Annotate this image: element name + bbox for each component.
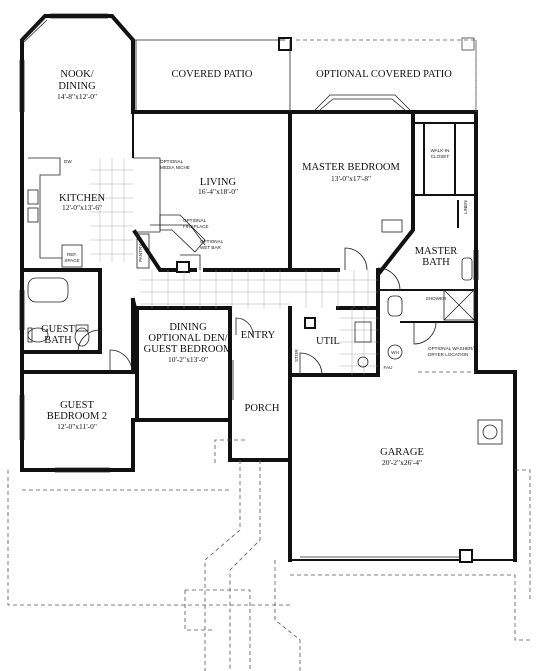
fireplace-note-line2: FIREPLACE [183, 224, 209, 229]
fireplace-note-line1: OPTIONAL [183, 218, 207, 223]
water-heater-note: WH [391, 350, 399, 355]
dishwasher-note: DW [64, 159, 72, 164]
guest-bedroom-2-label-line1: GUEST [60, 400, 94, 411]
garage-details [300, 371, 476, 563]
patio-outlines [133, 39, 477, 112]
wet-bar-note-line1: OPTIONAL [200, 239, 224, 244]
windows [19, 13, 479, 473]
nook-label-line1: NOOK/ [60, 69, 93, 80]
master-bath-label-line2: BATH [422, 257, 450, 268]
site-lines [7, 439, 531, 671]
dining-label-line2: OPTIONAL DEN/ [148, 333, 227, 344]
ref-space-note-line1: REF. [67, 252, 77, 257]
garage-dimensions: 20'-2"x26'-4" [382, 458, 422, 467]
master-bath-label-line1: MASTER [415, 246, 458, 257]
guest-bath-label-line1: GUEST [41, 324, 75, 335]
walk-in-closet-note-line1: WALK-IN [431, 148, 450, 153]
walk-in-closet-note-line2: CLOSET [431, 154, 450, 159]
living-label: LIVING [200, 177, 237, 188]
linen-note: LINEN [463, 200, 468, 214]
nook-dimensions: 14'-8"x12'-0" [57, 92, 97, 101]
dining-dimensions: 10'-2"x13'-0" [168, 355, 208, 364]
entry-label: ENTRY [241, 330, 276, 341]
guest-bath-label-line2: BATH [44, 335, 72, 346]
covered-patio-label: COVERED PATIO [172, 69, 253, 80]
media-niche-note-line2: MEDIA NICHE [160, 165, 190, 170]
kitchen-label: KITCHEN [59, 193, 105, 204]
guest-bedroom-2-dimensions: 12'-0"x11'-0" [57, 422, 97, 431]
pantry-note: PANTRY [138, 244, 143, 262]
util-label: UTIL [316, 336, 340, 347]
walls [20, 14, 517, 562]
storage-note: STOR [294, 349, 299, 362]
dining-label-line1: DINING [169, 322, 207, 333]
living-dimensions: 16'-4"x18'-0" [198, 187, 238, 196]
columns [176, 37, 475, 329]
fau-note: FAU [384, 365, 393, 370]
fixtures [27, 219, 503, 445]
optional-covered-patio-label: OPTIONAL COVERED PATIO [316, 69, 452, 80]
room-labels: NOOK/ DINING 14'-8"x12'-0" COVERED PATIO… [41, 69, 457, 467]
annotations: OPTIONAL MEDIA NICHE OPTIONAL FIREPLACE … [64, 148, 474, 370]
media-niche-note-line1: OPTIONAL [160, 159, 184, 164]
shower-note: SHOWER [426, 296, 447, 301]
master-bedroom-label: MASTER BEDROOM [302, 162, 400, 173]
guest-bedroom-2-label-line2: BEDROOM 2 [47, 411, 107, 422]
garage-label: GARAGE [380, 447, 424, 458]
dining-label-line3: GUEST BEDROOM [144, 344, 233, 355]
ref-space-note-line2: SPACE [64, 258, 79, 263]
porch-label: PORCH [244, 403, 279, 414]
wet-bar-note-line2: WET BAR [200, 245, 222, 250]
washer-dryer-note-line2: DRYER LOCATION [428, 352, 468, 357]
kitchen-counters [27, 157, 206, 269]
fireplace [159, 214, 206, 270]
master-bedroom-dimensions: 13'-0"x17'-8" [331, 174, 371, 183]
kitchen-dimensions: 12'-0"x13'-6" [62, 203, 102, 212]
tile-grid [90, 158, 378, 375]
washer-dryer-note-line1: OPTIONAL WASHER/ [428, 346, 474, 351]
doors [77, 247, 437, 376]
nook-label-line2: DINING [58, 81, 96, 92]
